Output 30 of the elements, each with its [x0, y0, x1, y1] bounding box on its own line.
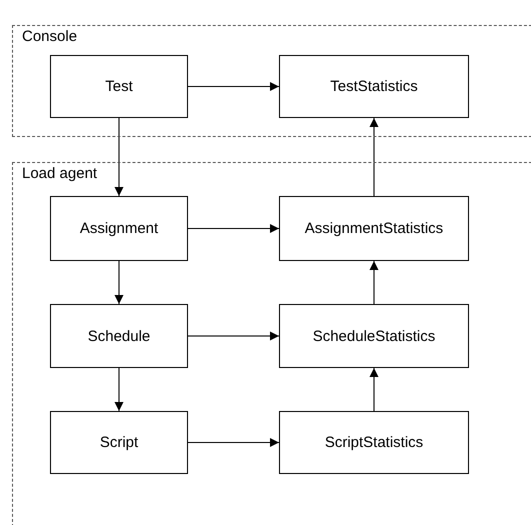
arrow — [188, 224, 280, 233]
class-box — [279, 411, 469, 474]
group-title: Load agent — [22, 165, 98, 182]
class-box — [50, 55, 188, 118]
class-box — [50, 304, 188, 368]
class-box — [279, 196, 469, 261]
arrow — [188, 82, 280, 91]
group-title: Console — [22, 28, 78, 45]
class-box — [279, 55, 469, 118]
class-name: AssignmentStatistics — [304, 220, 444, 237]
arrow — [114, 118, 124, 196]
group-frame — [12, 25, 531, 137]
group-frame — [12, 162, 531, 525]
arrow — [370, 260, 378, 304]
arrow — [188, 438, 280, 447]
arrow — [188, 332, 280, 340]
class-box — [50, 196, 188, 261]
class-name: TestStatistics — [330, 78, 418, 95]
class-box — [279, 304, 469, 368]
class-name: Schedule — [88, 328, 150, 344]
class-box — [50, 411, 188, 474]
arrow — [370, 368, 378, 412]
class-name: ScheduleStatistics — [312, 328, 436, 344]
arrow — [370, 118, 378, 196]
class-name: ScriptStatistics — [324, 434, 424, 451]
arrow — [114, 368, 124, 412]
class-name: Test — [105, 78, 133, 95]
class-name: Assignment — [80, 220, 158, 237]
arrow — [114, 260, 124, 304]
class-name: Script — [100, 434, 138, 451]
